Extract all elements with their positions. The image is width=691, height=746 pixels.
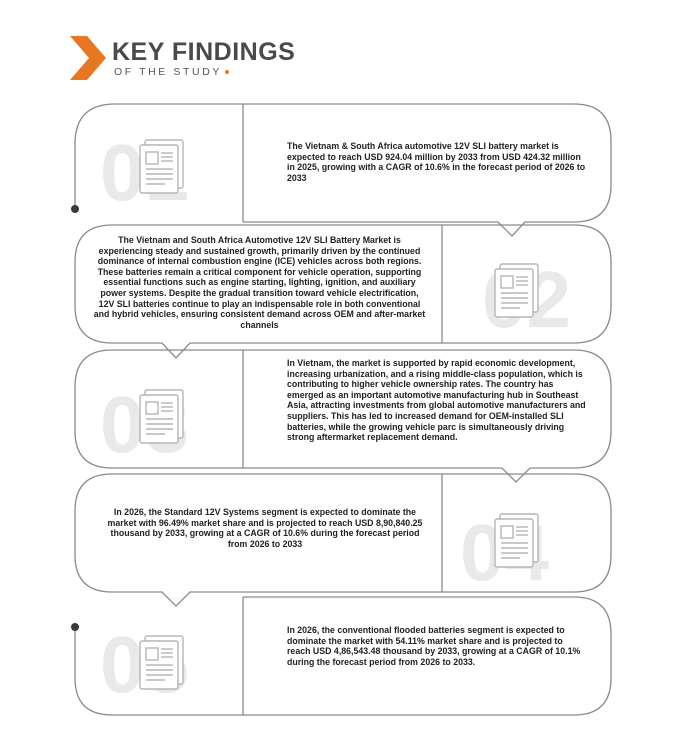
chevron-right-icon <box>70 36 106 80</box>
connector-arc-1 <box>74 103 243 207</box>
document-icon-3 <box>139 389 184 444</box>
connector-arc-2 <box>442 224 612 344</box>
document-icon-2 <box>494 263 539 318</box>
page-subtitle-text: OF THE STUDY <box>114 66 223 78</box>
bubble-outline-5 <box>243 596 612 716</box>
page-title: KEY FINDINGS <box>112 38 296 66</box>
connector-arc-5 <box>74 630 243 716</box>
connector-dot-5 <box>71 623 79 631</box>
bubble-outline-3 <box>243 349 612 483</box>
document-icon-5 <box>139 635 184 690</box>
document-icon-1 <box>139 139 184 194</box>
bubble-outline-1 <box>243 103 612 237</box>
connector-arc-3 <box>74 349 243 469</box>
finding-text-1: The Vietnam & South Africa automotive 12… <box>287 141 586 183</box>
finding-text-4: In 2026, the Standard 12V Systems segmen… <box>107 507 423 549</box>
accent-dot-icon <box>225 70 230 75</box>
connector-dot-1 <box>71 205 79 213</box>
bubble-outline-4 <box>74 473 442 607</box>
page-subtitle: OF THE STUDY <box>114 66 230 78</box>
bubble-outline-2 <box>74 224 442 359</box>
finding-text-5: In 2026, the conventional flooded batter… <box>287 625 581 667</box>
document-icon-4 <box>494 513 539 568</box>
finding-text-2: The Vietnam and South Africa Automotive … <box>93 235 426 330</box>
finding-text-3: In Vietnam, the market is supported by r… <box>287 358 586 443</box>
connector-arc-4 <box>442 473 612 593</box>
